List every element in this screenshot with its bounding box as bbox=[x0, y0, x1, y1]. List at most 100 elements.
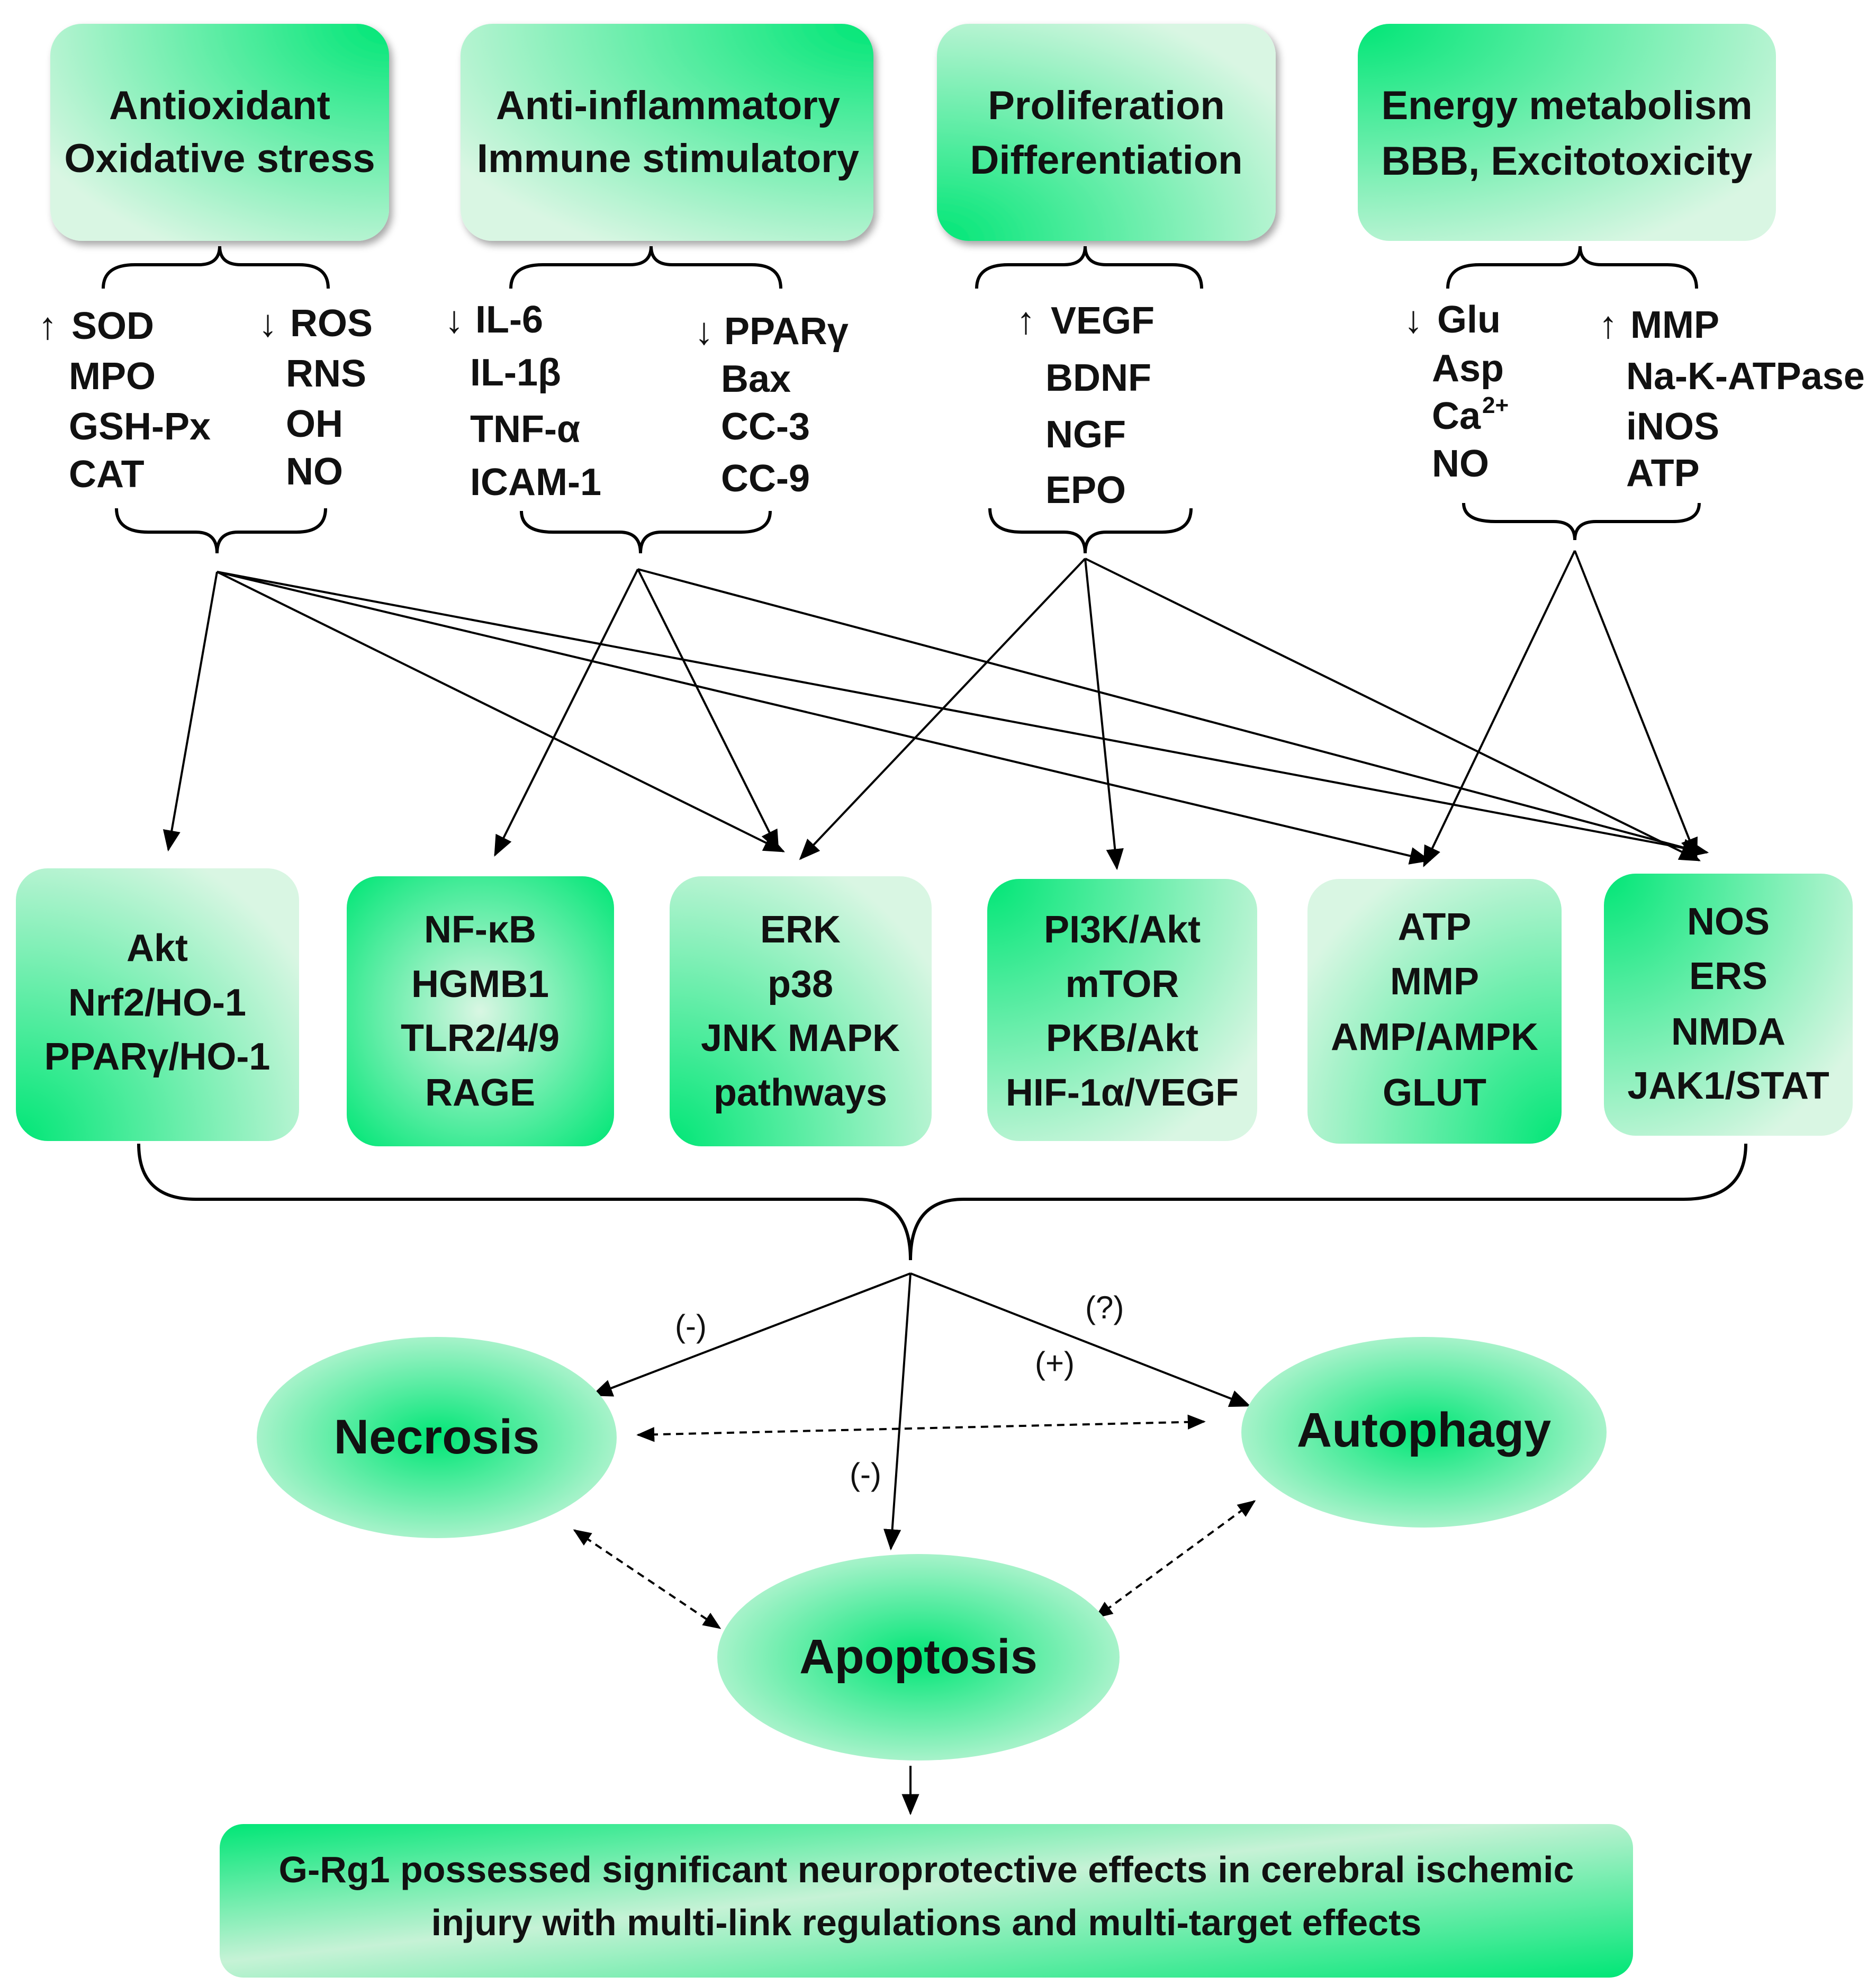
arrow-proliferation-to-erk bbox=[799, 558, 1086, 860]
marker-item: OH bbox=[286, 403, 343, 445]
brace-top-energy bbox=[1446, 246, 1698, 289]
marker-item: iNOS bbox=[1626, 406, 1719, 448]
ca-superscript: 2+ bbox=[1482, 392, 1509, 418]
brace-bottom-antioxidant bbox=[115, 508, 327, 554]
pathway-box-atp: ATP MMP AMP/AMPK GLUT bbox=[1307, 879, 1562, 1144]
pathway-label: mTOR bbox=[1066, 963, 1179, 1005]
oval-necrosis: Necrosis bbox=[257, 1337, 617, 1538]
arrow-inflammatory-to-erk bbox=[637, 569, 779, 851]
arrow-to-apoptosis bbox=[883, 1273, 912, 1551]
list-energy-left: ↓ Glu Asp Ca 2+ NO bbox=[1404, 299, 1509, 485]
pathway-label: GLUT bbox=[1383, 1072, 1486, 1114]
top-braces bbox=[102, 246, 1698, 289]
top-box-antioxidant: Antioxidant Oxidative stress bbox=[50, 24, 389, 241]
down-arrow-icon: ↓ bbox=[1404, 299, 1423, 341]
up-arrow-icon: ↑ bbox=[1599, 304, 1618, 346]
list-proliferation: ↑ VEGF BDNF NGF EPO bbox=[1016, 300, 1155, 511]
pathway-label: AMP/AMPK bbox=[1331, 1016, 1538, 1058]
pathway-label: RAGE bbox=[425, 1072, 535, 1114]
marker-item: ROS bbox=[290, 302, 373, 345]
down-arrow-icon: ↓ bbox=[695, 310, 714, 353]
list-antioxidant-down: ↓ ROS RNS OH NO bbox=[258, 302, 373, 493]
brace-bottom-proliferation bbox=[988, 508, 1193, 554]
pathway-label: PPARγ/HO-1 bbox=[44, 1036, 270, 1078]
pathway-label: Akt bbox=[127, 927, 188, 969]
list-energy-right: ↑ MMP Na-K-ATPase iNOS ATP bbox=[1599, 304, 1865, 495]
pathway-label: NMDA bbox=[1671, 1011, 1785, 1053]
brace-top-antioxidant bbox=[102, 246, 330, 289]
marker-item: Na-K-ATPase bbox=[1626, 355, 1865, 398]
arrow-inflammatory-to-nos bbox=[637, 568, 1704, 856]
arrow-energy-to-atp bbox=[1423, 550, 1576, 868]
dashed-arrow-autophagy-apoptosis bbox=[1094, 1500, 1256, 1619]
top-box-anti-inflammatory-line2: Immune stimulatory bbox=[477, 136, 859, 181]
brace-bottom-inflammatory bbox=[520, 510, 772, 554]
marker-item: ATP bbox=[1626, 452, 1700, 495]
top-box-proliferation: Proliferation Differentiation bbox=[937, 24, 1276, 241]
autophagy-label: Autophagy bbox=[1297, 1403, 1551, 1457]
top-box-antioxidant-line1: Antioxidant bbox=[109, 83, 330, 128]
pathway-label: HGMB1 bbox=[411, 963, 549, 1005]
necrosis-label: Necrosis bbox=[334, 1410, 540, 1464]
marker-item: NO bbox=[286, 451, 343, 493]
marker-item: Asp bbox=[1432, 347, 1504, 390]
arrow-proliferation-to-pi3k bbox=[1084, 558, 1124, 870]
sign-necrosis: (-) bbox=[675, 1308, 707, 1344]
arrow-antioxidant-to-nos bbox=[217, 571, 1709, 858]
pathway-label: TLR2/4/9 bbox=[401, 1017, 560, 1059]
marker-item: RNS bbox=[286, 353, 366, 395]
pathway-box-nos: NOS ERS NMDA JAK1/STAT bbox=[1604, 874, 1853, 1136]
marker-item: VEGF bbox=[1051, 300, 1155, 342]
arrow-to-necrosis bbox=[591, 1272, 911, 1397]
arrow-antioxidant-to-erk bbox=[217, 571, 785, 852]
conclusion-line1: G-Rg1 possessed significant neuroprotect… bbox=[279, 1849, 1574, 1890]
marker-item: MPO bbox=[69, 355, 156, 398]
top-box-proliferation-line1: Proliferation bbox=[988, 83, 1225, 128]
marker-item: MMP bbox=[1630, 304, 1719, 346]
interaction-arrows bbox=[573, 1414, 1256, 1629]
marker-item: Ca bbox=[1432, 395, 1481, 437]
pathway-label: HIF-1α/VEGF bbox=[1006, 1072, 1239, 1114]
marker-item: EPO bbox=[1045, 469, 1126, 511]
top-box-proliferation-line2: Differentiation bbox=[970, 138, 1242, 183]
pathway-label: MMP bbox=[1390, 960, 1479, 1003]
arrow-to-autophagy bbox=[910, 1272, 1251, 1407]
top-box-antioxidant-line2: Oxidative stress bbox=[64, 136, 375, 181]
brace-bottom-energy bbox=[1462, 502, 1701, 541]
dashed-arrow-necrosis-autophagy bbox=[636, 1414, 1206, 1442]
sign-autophagy-question: (?) bbox=[1085, 1290, 1124, 1325]
connector-arrows bbox=[163, 550, 1709, 870]
sign-autophagy-plus: (+) bbox=[1035, 1345, 1075, 1381]
dashed-arrow-necrosis-apoptosis bbox=[573, 1529, 721, 1629]
oval-apoptosis: Apoptosis bbox=[717, 1554, 1120, 1761]
down-arrow-icon: ↓ bbox=[445, 299, 464, 341]
marker-item: IL-6 bbox=[475, 299, 543, 341]
pathway-label: PKB/Akt bbox=[1046, 1017, 1198, 1059]
top-box-anti-inflammatory: Anti-inflammatory Immune stimulatory bbox=[461, 24, 873, 241]
list-antioxidant-up: ↑ SOD MPO GSH-Px CAT bbox=[38, 305, 211, 496]
pathway-label: PI3K/Akt bbox=[1044, 909, 1201, 951]
pathway-label: p38 bbox=[768, 963, 833, 1005]
marker-item: Glu bbox=[1437, 299, 1501, 341]
marker-item: SOD bbox=[71, 305, 154, 347]
marker-item: ICAM-1 bbox=[470, 461, 601, 504]
top-box-energy-line2: BBB, Excitotoxicity bbox=[1381, 139, 1752, 184]
top-box-anti-inflammatory-line1: Anti-inflammatory bbox=[496, 83, 840, 128]
marker-item: NO bbox=[1432, 443, 1489, 485]
marker-item: BDNF bbox=[1045, 357, 1151, 399]
marker-item: CAT bbox=[69, 453, 145, 496]
arrow-antioxidant-to-akt bbox=[163, 571, 218, 852]
up-arrow-icon: ↑ bbox=[1016, 300, 1035, 342]
brace-top-inflammatory bbox=[509, 246, 782, 289]
list-inflammatory-right: ↓ PPARγ Bax CC-3 CC-9 bbox=[695, 310, 849, 500]
arrow-inflammatory-to-nfkb bbox=[494, 569, 639, 857]
list-inflammatory-left: ↓ IL-6 IL-1β TNF-α ICAM-1 bbox=[445, 299, 601, 504]
pathway-label: JAK1/STAT bbox=[1627, 1065, 1829, 1107]
apoptosis-label: Apoptosis bbox=[799, 1630, 1038, 1684]
pathway-box-pi3k: PI3K/Akt mTOR PKB/Akt HIF-1α/VEGF bbox=[987, 879, 1257, 1141]
pathway-label: NOS bbox=[1687, 901, 1770, 943]
arrow-proliferation-to-nos bbox=[1085, 558, 1701, 861]
pathway-box-nfkb: NF-κB HGMB1 TLR2/4/9 RAGE bbox=[347, 876, 614, 1146]
pathway-label: ERS bbox=[1689, 955, 1767, 998]
